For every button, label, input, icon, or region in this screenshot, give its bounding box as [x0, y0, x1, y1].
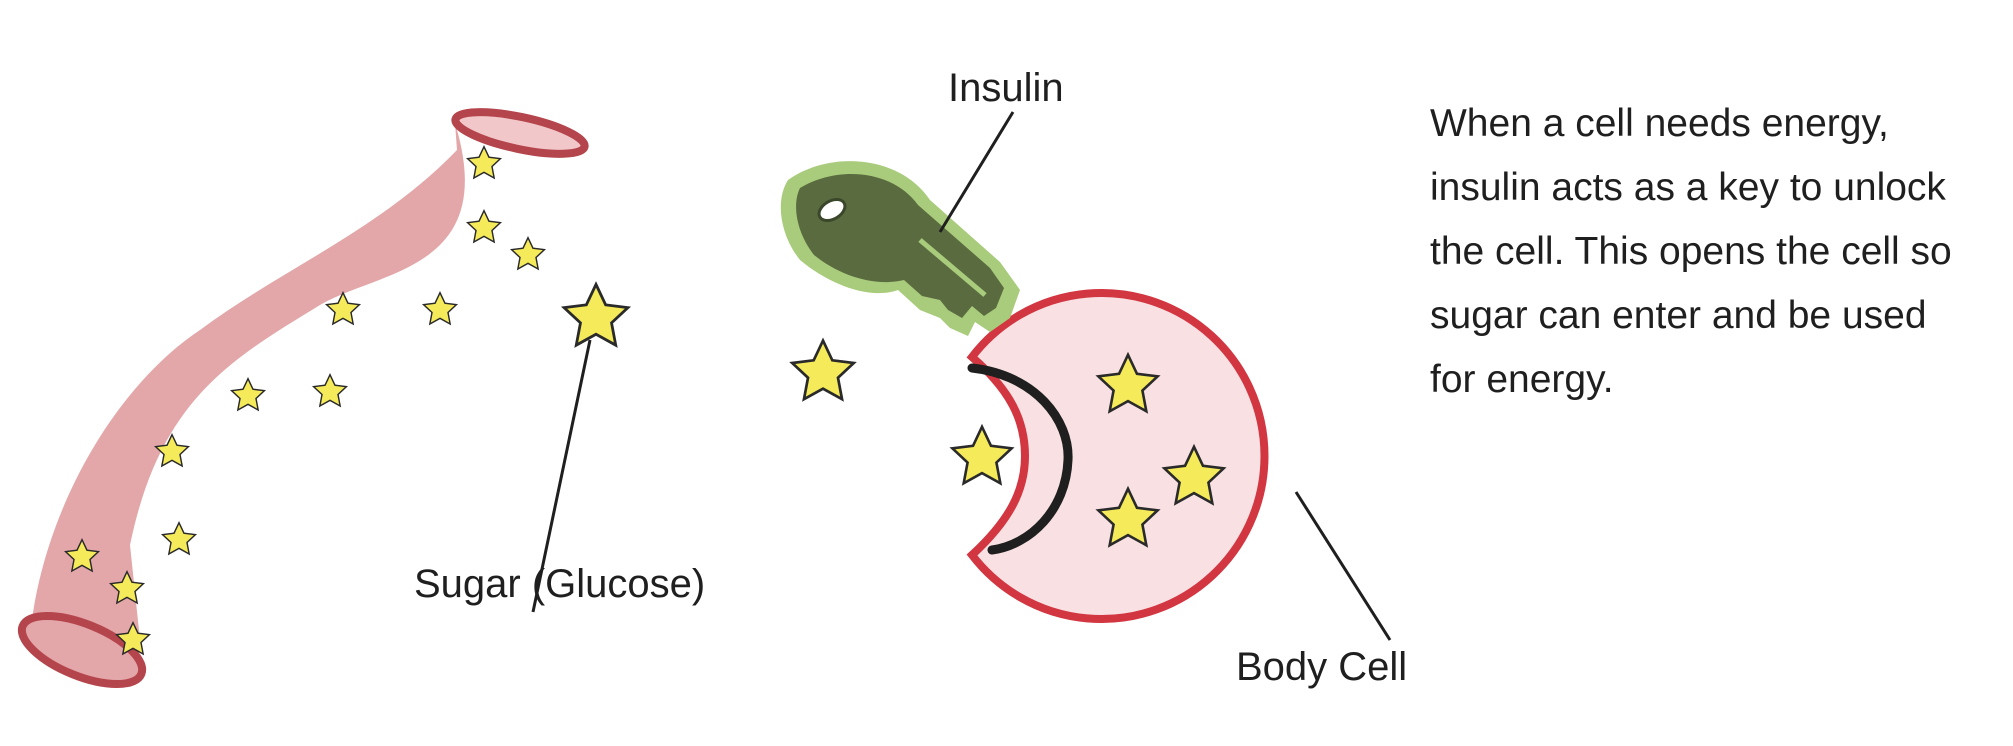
- sugar-label: Sugar (Glucose): [414, 562, 706, 606]
- body-cell: [951, 289, 1269, 623]
- cell-open-gate: [967, 363, 1073, 555]
- description-line: for energy.: [1430, 358, 1614, 401]
- glucose-star: [312, 374, 348, 407]
- vessel-top-rim: [451, 108, 589, 158]
- glucose-star: [422, 292, 458, 325]
- key-shaft-highlight: [918, 238, 987, 297]
- vessel-body: [30, 123, 465, 640]
- glucose-star: [466, 146, 502, 179]
- description-line: sugar can enter and be used: [1430, 294, 1927, 337]
- free-glucose-star: [562, 282, 630, 347]
- description-line: insulin acts as a key to unlock: [1430, 166, 1946, 209]
- description-line: When a cell needs energy,: [1430, 102, 1889, 145]
- glucose-star: [161, 521, 197, 555]
- cell-glucose-star: [951, 425, 1013, 485]
- key-icon: [780, 161, 1020, 336]
- sugar-leader-line: [531, 339, 592, 613]
- insulin-leader-line: [938, 111, 1015, 233]
- cell-label: Body Cell: [1236, 645, 1408, 689]
- blood-vessel: [17, 108, 589, 688]
- key-inner: [796, 173, 1004, 318]
- glucose-star-entering: [790, 339, 856, 401]
- glucose-star: [510, 237, 546, 270]
- key-hole: [817, 198, 847, 222]
- glucose-star: [466, 210, 502, 243]
- cell-membrane: [966, 289, 1269, 623]
- vessel-bottom-rim: [17, 612, 147, 688]
- insulin-label: Insulin: [948, 66, 1064, 110]
- description-line: the cell. This opens the cell so: [1430, 230, 1952, 273]
- cell-leader-line: [1294, 491, 1392, 641]
- description-text: When a cell needs energy, insulin acts a…: [1430, 92, 1990, 412]
- glucose-star: [230, 378, 266, 411]
